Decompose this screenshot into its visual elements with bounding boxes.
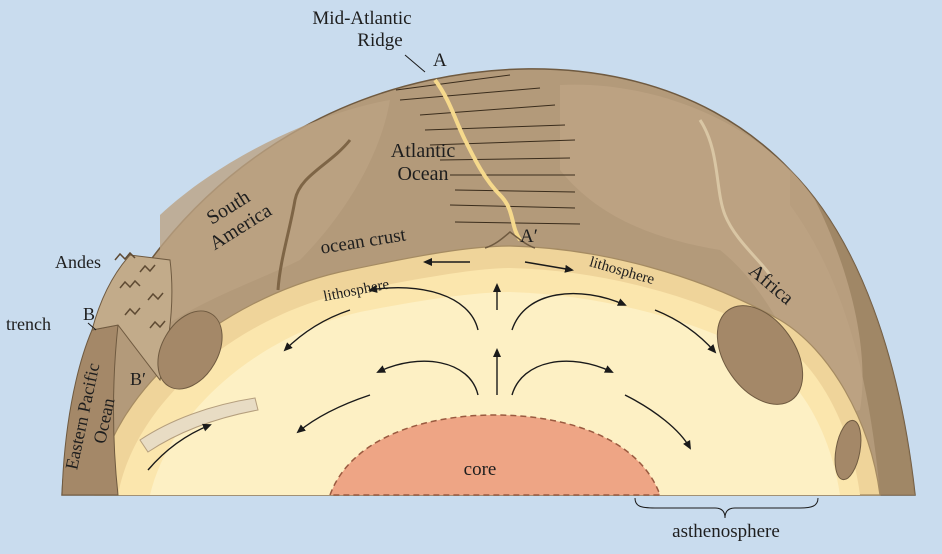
ridge-label-line2: Ridge <box>357 30 402 51</box>
point-b-prime-label: B′ <box>130 369 146 389</box>
point-b-label: B <box>83 304 95 324</box>
trench-label: trench <box>6 314 51 334</box>
point-a-label: A <box>433 50 447 71</box>
asthenosphere-label: asthenosphere <box>672 521 780 542</box>
atlantic-label-line2: Ocean <box>397 163 448 185</box>
point-a-prime-label: A′ <box>520 226 538 247</box>
ridge-label-line1: Mid-Atlantic <box>312 8 411 29</box>
atlantic-label-line1: Atlantic <box>391 140 456 162</box>
andes-label: Andes <box>55 252 101 272</box>
core-label: core <box>464 459 497 480</box>
